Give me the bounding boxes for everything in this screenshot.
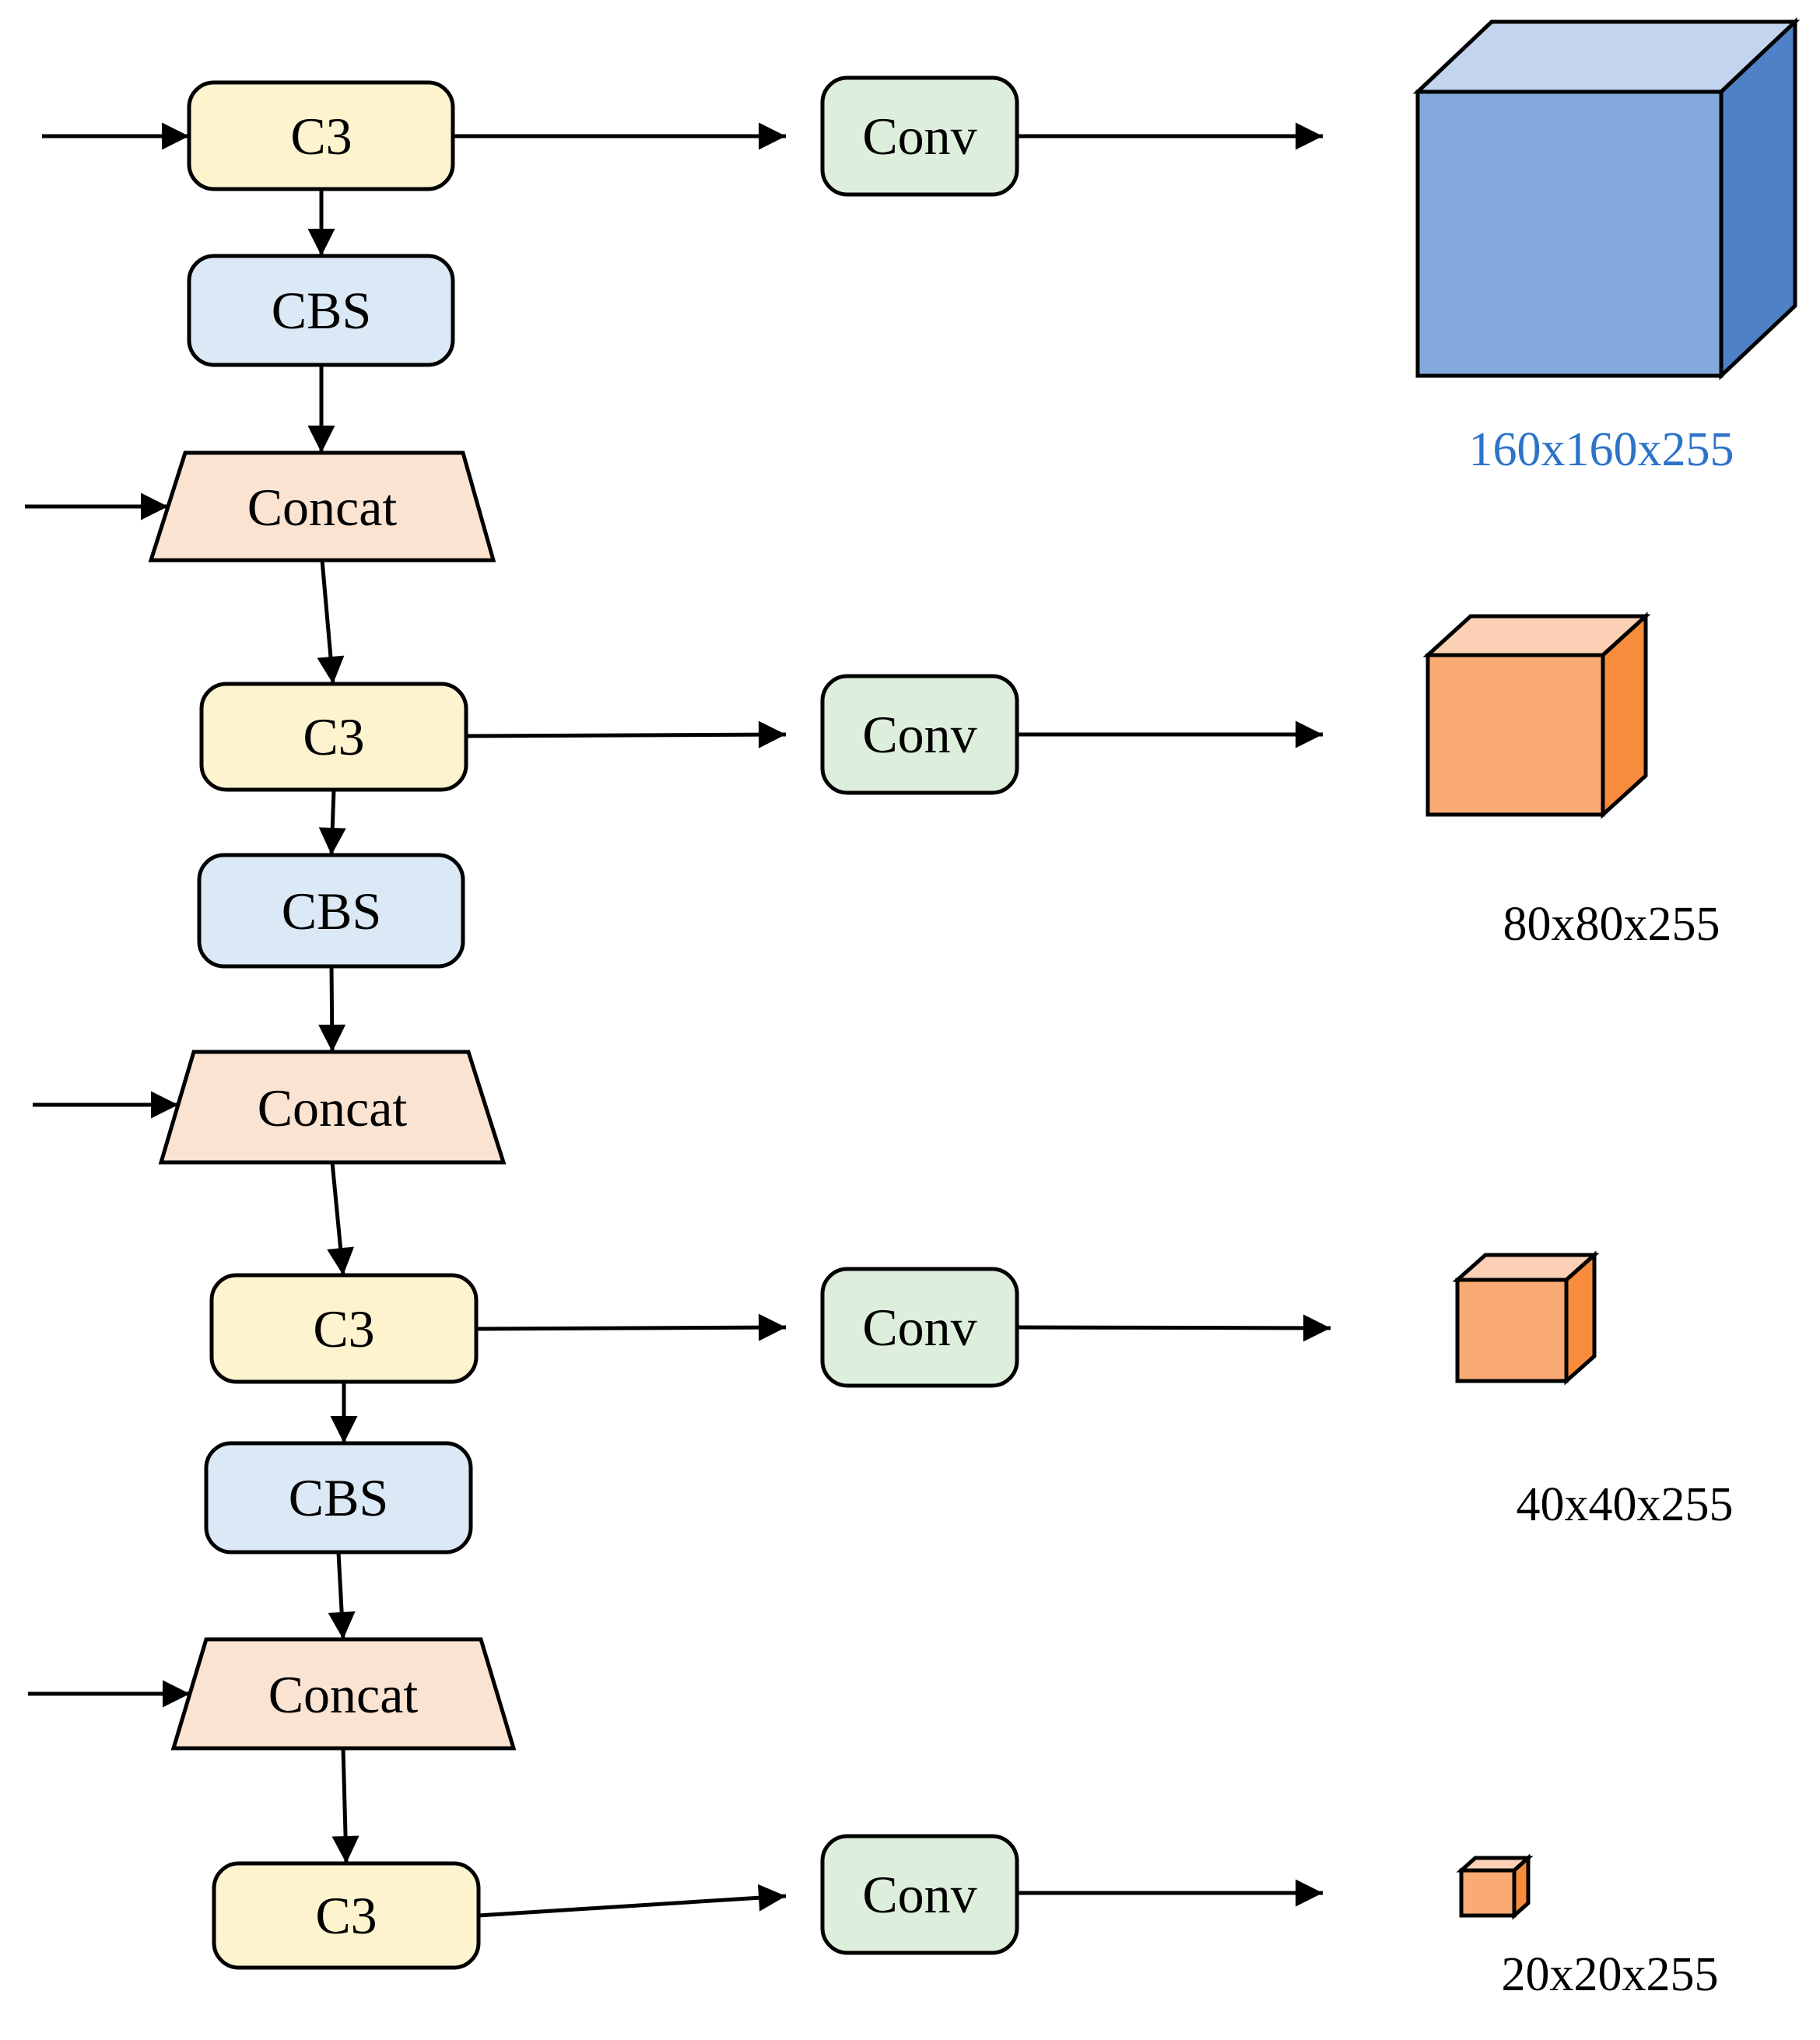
cube-label-20: 20x20x255 <box>1502 1948 1719 2001</box>
arrow-concat-2-to-c3-3 <box>327 1162 355 1276</box>
concat-1-label: Concat <box>247 478 398 537</box>
feature-cube-40 <box>1452 1250 1600 1386</box>
arrow-concat-3-to-c3-4 <box>331 1747 359 1864</box>
c3-4-label: C3 <box>315 1886 377 1945</box>
conv-1-label: Conv <box>862 107 977 166</box>
conv-2-label: Conv <box>862 705 977 764</box>
arrow-concat-1-to-c3-2 <box>317 559 345 685</box>
cube-40-front-face <box>1455 1278 1569 1383</box>
flow-block-concat-3: Concat <box>170 1637 517 1751</box>
cube-160-front-face <box>1415 89 1724 378</box>
flow-block-cbs-3: CBS <box>204 1441 473 1555</box>
cube-20-front-face <box>1459 1868 1517 1918</box>
flow-block-c3-1: C3 <box>187 80 455 191</box>
flow-block-concat-1: Concat <box>148 450 496 563</box>
concat-2-trapezoid <box>158 1050 507 1165</box>
flow-block-cbs-2: CBS <box>197 853 465 969</box>
cube-label-80: 80x80x255 <box>1503 898 1720 951</box>
feature-cube-80 <box>1422 612 1651 819</box>
concat-3-trapezoid <box>170 1637 517 1751</box>
flow-block-cbs-1: CBS <box>187 254 455 367</box>
concat-1-trapezoid <box>148 450 496 563</box>
arrow-cbs-2-to-concat-2 <box>318 966 346 1053</box>
cube-label-40: 40x40x255 <box>1517 1478 1734 1531</box>
arrow-c3-4-to-conv-4 <box>478 1884 787 1918</box>
conv-3-label: Conv <box>862 1298 977 1357</box>
flow-block-concat-2: Concat <box>158 1050 507 1165</box>
cube-40-side-face <box>1564 1250 1597 1386</box>
cbs-2-label: CBS <box>282 882 382 941</box>
conv-4-label: Conv <box>862 1865 977 1924</box>
cbs-2-box <box>197 853 465 969</box>
arrow-c3-2-to-cbs-2 <box>318 789 346 856</box>
conv-block-4: Conv <box>820 1834 1019 1955</box>
c3-2-label: C3 <box>303 707 364 766</box>
cbs-3-label: CBS <box>289 1468 389 1527</box>
feature-cube-160 <box>1412 17 1801 380</box>
c3-1-label: C3 <box>290 107 352 166</box>
conv-block-2: Conv <box>820 674 1019 795</box>
arrow-c3-2-to-conv-2 <box>465 720 787 748</box>
concat-2-label: Concat <box>258 1078 408 1137</box>
cube-20-side-face <box>1512 1853 1531 1920</box>
flow-block-c3-2: C3 <box>199 682 468 792</box>
arrow-c3-3-to-conv-3 <box>475 1313 787 1341</box>
feature-cube-20 <box>1456 1853 1534 1920</box>
arrow-conv-3-to-cube-40 <box>1016 1314 1331 1342</box>
c3-3-label: C3 <box>313 1299 374 1358</box>
cube-80-front-face <box>1425 653 1605 817</box>
arrow-cbs-3-to-concat-3 <box>328 1551 356 1640</box>
cube-label-160: 160x160x255 <box>1469 423 1734 476</box>
cbs-1-label: CBS <box>272 281 372 340</box>
flow-block-c3-4: C3 <box>212 1861 481 1970</box>
conv-block-1: Conv <box>820 75 1019 197</box>
flow-block-c3-3: C3 <box>209 1273 479 1384</box>
concat-3-label: Concat <box>268 1665 419 1724</box>
conv-block-3: Conv <box>820 1267 1019 1388</box>
